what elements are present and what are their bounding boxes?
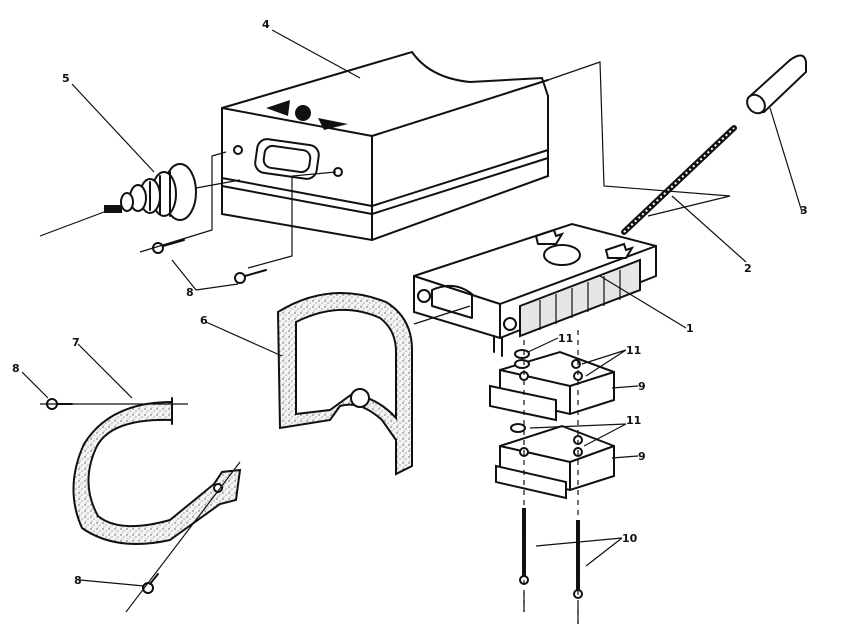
leader-lines xyxy=(21,29,803,587)
label-part-9-lower: 9 xyxy=(638,450,646,463)
label-part-11-a: 11 xyxy=(558,332,573,345)
assembly-guide-lines xyxy=(39,61,731,624)
terminal-block-upper-part xyxy=(489,350,615,422)
label-part-2: 2 xyxy=(744,262,752,275)
label-part-1: 1 xyxy=(686,322,694,335)
threaded-rod-part xyxy=(621,125,737,235)
housing-cover-part xyxy=(221,50,549,242)
label-part-7: 7 xyxy=(72,336,80,349)
label-part-8-left: 8 xyxy=(12,362,20,375)
handle-knob-part xyxy=(746,54,807,115)
part-number-labels: 4 5 3 2 1 6 7 8 8 8 9 9 10 11 11 11 xyxy=(12,18,808,587)
label-part-9-upper: 9 xyxy=(638,380,646,393)
base-bracket-part xyxy=(413,222,657,357)
long-screws-part xyxy=(519,508,583,624)
label-part-11-c: 11 xyxy=(626,414,641,427)
gasket-part xyxy=(276,292,413,476)
label-part-8-bottom: 8 xyxy=(74,574,82,587)
label-part-6: 6 xyxy=(200,314,208,327)
label-part-10: 10 xyxy=(622,532,638,545)
washers-part xyxy=(510,349,530,433)
label-part-4: 4 xyxy=(262,18,270,31)
clamp-strap-part xyxy=(72,397,242,545)
label-part-3: 3 xyxy=(800,204,808,217)
label-part-8-top: 8 xyxy=(186,286,194,299)
small-screws-part xyxy=(46,239,267,594)
terminal-block-lower-part xyxy=(495,424,615,500)
label-part-5: 5 xyxy=(62,72,70,85)
label-part-11-b: 11 xyxy=(626,344,641,357)
cable-gland-part xyxy=(104,163,197,221)
